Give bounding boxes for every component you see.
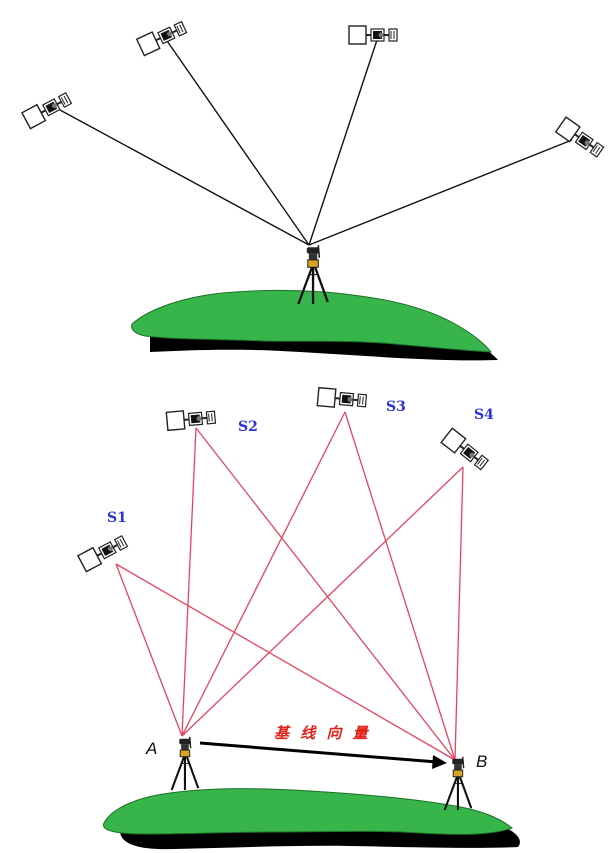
- baseline-vector-arrow: [199, 741, 447, 769]
- satellite-icon: [165, 407, 217, 432]
- bottom-terrain-icon: [103, 788, 520, 850]
- satellite-icon: [316, 386, 368, 411]
- satellite-label-s3: S3: [386, 399, 406, 415]
- top-sight-line-2: [164, 37, 310, 246]
- gps-receiver-tripod-icon: [170, 735, 200, 792]
- sight-line-s1-b: [115, 563, 456, 761]
- top-scene: [20, 17, 607, 361]
- top-terrain-icon: [131, 289, 498, 361]
- satellite-icon: [554, 116, 607, 161]
- bottom-sight-lines: [115, 411, 464, 761]
- sight-line-s1-a: [115, 563, 183, 737]
- top-sight-lines: [59, 36, 573, 246]
- satellite-icon: [440, 427, 492, 474]
- gps-receiver-tripod-icon: [443, 755, 473, 812]
- satellite-icon: [76, 532, 130, 573]
- baseline-vector-label: 基 线 向 量: [274, 724, 371, 742]
- satellite-icon: [135, 17, 189, 57]
- point-label-b: B: [476, 752, 487, 771]
- top-sight-line-4: [308, 139, 573, 246]
- satellite-icon: [20, 89, 74, 130]
- satellite-label-s1: S1: [107, 510, 127, 526]
- top-sight-line-1: [59, 109, 310, 246]
- top-sight-line-3: [308, 36, 379, 246]
- bottom-scene: S1 S2 S3 S4 基 线 向 量 A B: [76, 386, 520, 850]
- point-label-a: A: [145, 739, 157, 758]
- sight-line-s4-a: [181, 466, 464, 737]
- satellite-label-s2: S2: [238, 419, 258, 435]
- satellite-icon: [348, 25, 398, 45]
- satellite-label-s4: S4: [474, 407, 494, 423]
- sight-line-s2-a: [181, 427, 197, 737]
- sight-line-s3-a: [181, 411, 346, 737]
- sight-line-s3-b: [344, 411, 456, 761]
- sight-line-s4-b: [454, 466, 464, 761]
- sight-line-s2-b: [195, 427, 456, 761]
